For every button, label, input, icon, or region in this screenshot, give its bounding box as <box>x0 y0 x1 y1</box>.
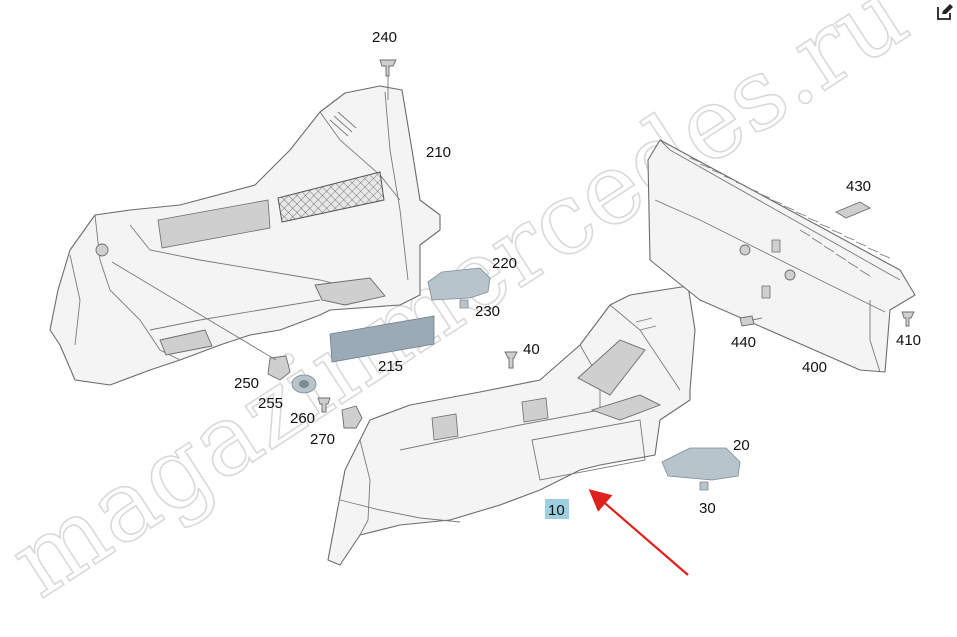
cover-220[interactable] <box>427 267 491 309</box>
callout-440[interactable]: 440 <box>731 334 756 351</box>
callout-210[interactable]: 210 <box>426 144 451 161</box>
callout-labels: 240 210 220 230 215 40 250 255 260 270 4… <box>234 29 921 519</box>
rear-panel-vents <box>689 157 891 277</box>
callout-10-highlight <box>545 499 569 519</box>
clip-40[interactable] <box>504 351 518 369</box>
screw-260[interactable] <box>317 397 331 413</box>
callout-40[interactable]: 40 <box>523 341 540 358</box>
callout-30[interactable]: 30 <box>699 500 716 517</box>
callout-430[interactable]: 430 <box>846 178 871 195</box>
callout-240[interactable]: 240 <box>372 29 397 46</box>
right-side-trim-panel[interactable] <box>327 285 696 566</box>
grommet-255[interactable] <box>291 374 317 394</box>
callout-20[interactable]: 20 <box>733 437 750 454</box>
cover-20[interactable] <box>661 447 741 491</box>
pointer-arrow <box>588 489 689 576</box>
pad-430[interactable] <box>835 201 871 219</box>
screw-440[interactable] <box>739 315 763 327</box>
callout-400[interactable]: 400 <box>802 359 827 376</box>
bracket-270[interactable] <box>341 405 363 429</box>
callout-215[interactable]: 215 <box>378 358 403 375</box>
callout-250[interactable]: 250 <box>234 375 259 392</box>
callout-410[interactable]: 410 <box>896 332 921 349</box>
left-side-trim-panel[interactable] <box>49 85 441 386</box>
callout-10[interactable]: 10 <box>548 502 565 519</box>
clip-410[interactable] <box>901 311 915 327</box>
callout-270[interactable]: 270 <box>310 431 335 448</box>
callout-260[interactable]: 260 <box>290 410 315 427</box>
callout-220[interactable]: 220 <box>492 255 517 272</box>
fastener-250[interactable] <box>111 261 291 381</box>
clip-240[interactable] <box>379 59 397 100</box>
rear-cross-panel[interactable] <box>647 139 916 373</box>
edit-icon <box>937 4 953 20</box>
edit-button[interactable] <box>936 3 954 21</box>
pad-215[interactable] <box>329 315 435 363</box>
callout-230[interactable]: 230 <box>475 303 500 320</box>
callout-255[interactable]: 255 <box>258 395 283 412</box>
